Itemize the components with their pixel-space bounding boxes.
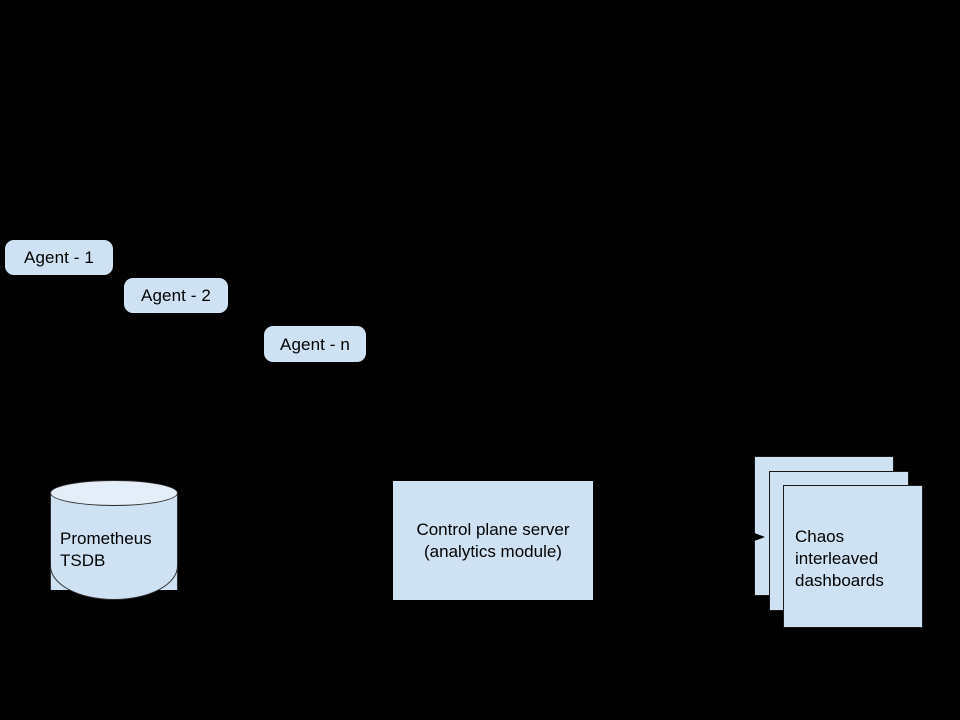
cylinder-top-cap (50, 480, 178, 506)
agent-node-n-label: Agent - n (280, 334, 350, 354)
dashboard-card-front[interactable] (783, 485, 923, 628)
chaos-dashboards-label: Chaos interleaved dashboards (795, 527, 884, 590)
control-plane-server-label: Control plane server (analytics module) (416, 519, 570, 561)
control-plane-server-node[interactable]: Control plane server (analytics module) (393, 481, 593, 600)
prometheus-tsdb-label: Prometheus TSDB (60, 529, 152, 570)
arrow-right-icon (749, 531, 765, 543)
agent-node-n[interactable]: Agent - n (264, 326, 366, 362)
agent-node-2-label: Agent - 2 (141, 286, 211, 305)
agent-node-1-label: Agent - 1 (24, 248, 94, 267)
prometheus-tsdb-node[interactable]: Prometheus TSDB (50, 480, 178, 602)
agent-node-2[interactable]: Agent - 2 (124, 278, 228, 313)
agent-node-1[interactable]: Agent - 1 (5, 240, 113, 275)
